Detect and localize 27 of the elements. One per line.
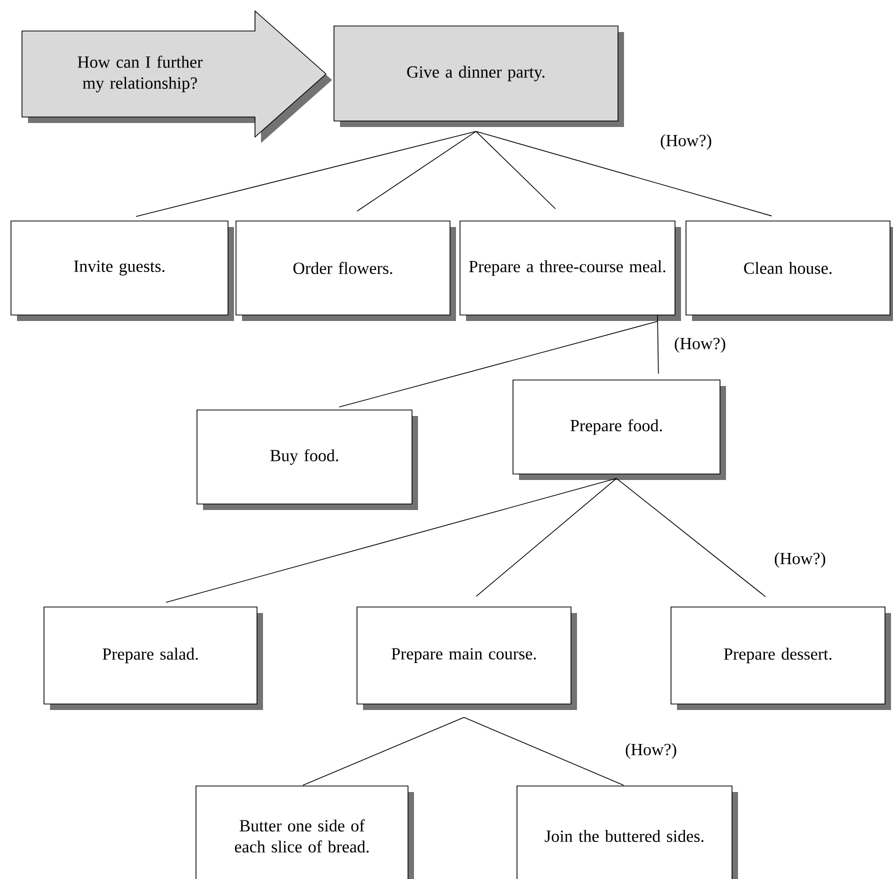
annotation-text: (How?): [674, 337, 726, 353]
process-box: Prepare dessert.: [670, 606, 891, 710]
process-box: Prepare main course.: [356, 606, 577, 710]
process-box: Butter one side of each slice of bread.: [196, 786, 414, 879]
process-box: Join the buttered sides.: [516, 786, 738, 879]
process-box: Order flowers.: [236, 220, 456, 321]
process-box: Prepare salad.: [44, 606, 263, 710]
connector-line: [476, 131, 556, 210]
connector-line: [166, 478, 617, 603]
process-box: Prepare food.: [512, 380, 726, 480]
connector-line: [356, 131, 476, 212]
connector-line: [464, 717, 624, 786]
connector-line: [476, 478, 617, 597]
connector-line: [476, 131, 772, 216]
process-box: Invite guests.: [10, 220, 234, 321]
process-box: Buy food.: [196, 410, 418, 510]
connector-line: [657, 315, 659, 374]
process-box: Prepare a three-course meal.: [460, 220, 681, 321]
connector-line: [616, 478, 766, 598]
connector-line: [302, 717, 464, 786]
annotation-text: (How?): [774, 552, 826, 568]
connector-line: [136, 131, 476, 217]
annotation-text: (How?): [626, 743, 676, 759]
connector-line: [338, 321, 658, 408]
annotation-text: (How?): [660, 134, 712, 150]
process-box: Give a dinner party.: [334, 26, 624, 127]
process-box: Clean house.: [686, 220, 893, 321]
